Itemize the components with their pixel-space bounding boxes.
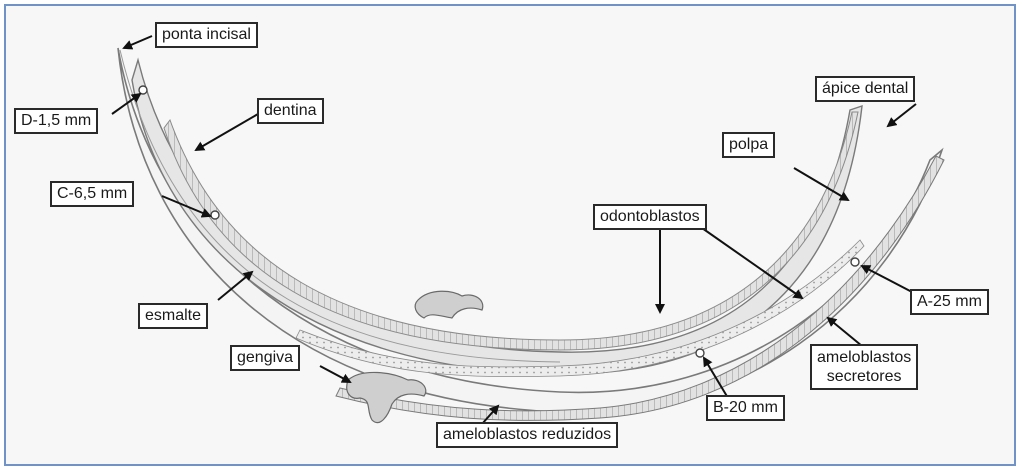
- gingiva-shape-upper: [415, 291, 483, 318]
- label-odontoblastos: odontoblastos: [593, 204, 707, 230]
- arrow-dentina: [196, 114, 258, 150]
- gingiva-shape-lower: [347, 372, 426, 422]
- marker-c: [211, 211, 219, 219]
- label-d-1-5mm: D-1,5 mm: [14, 108, 98, 134]
- marker-d: [139, 86, 147, 94]
- marker-a: [851, 258, 859, 266]
- label-ameloblastos-secretores-line2: secretores: [817, 367, 911, 386]
- label-apice-dental: ápice dental: [815, 76, 915, 102]
- label-b-20mm: B-20 mm: [706, 395, 785, 421]
- arrow-gengiva: [320, 366, 350, 382]
- label-c-6-5mm: C-6,5 mm: [50, 181, 134, 207]
- label-polpa: polpa: [722, 132, 775, 158]
- label-ponta-incisal: ponta incisal: [155, 22, 258, 48]
- arrow-ponta-incisal: [124, 36, 152, 48]
- label-gengiva: gengiva: [230, 345, 300, 371]
- label-a-25mm: A-25 mm: [910, 289, 989, 315]
- label-ameloblastos-reduzidos: ameloblastos reduzidos: [436, 422, 618, 448]
- label-esmalte: esmalte: [138, 303, 208, 329]
- label-ameloblastos-secretores-line1: ameloblastos: [817, 348, 911, 367]
- label-ameloblastos-secretores: ameloblastos secretores: [810, 344, 918, 390]
- marker-b: [696, 349, 704, 357]
- arrow-apice: [888, 104, 916, 126]
- arrow-ameloblastos-secretores: [828, 318, 862, 346]
- label-dentina: dentina: [257, 98, 324, 124]
